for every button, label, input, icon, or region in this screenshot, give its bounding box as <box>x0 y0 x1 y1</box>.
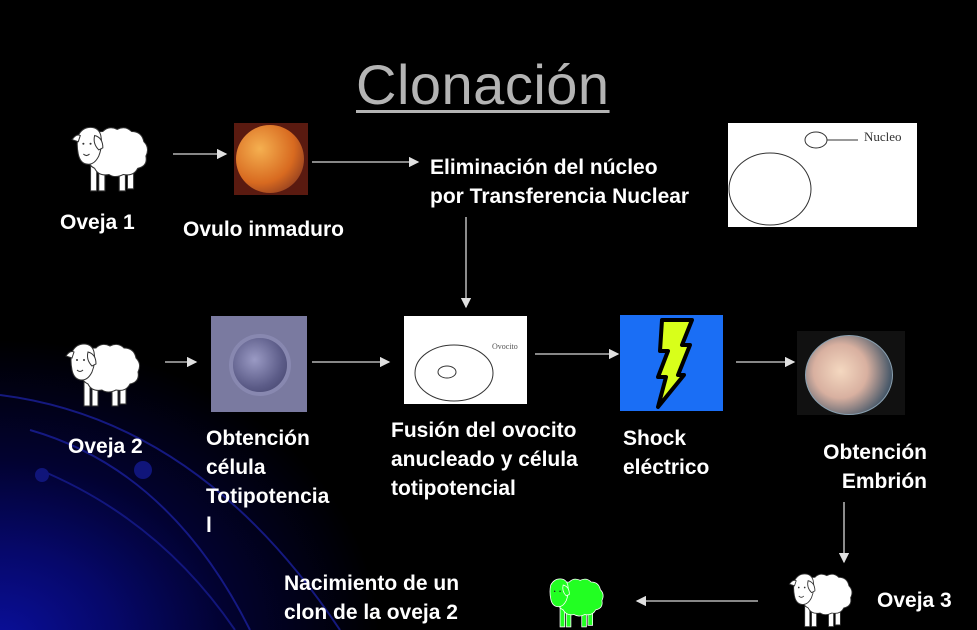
label-embrion: Obtención Embrión <box>823 441 927 493</box>
label-clon: Nacimiento de un clon de la oveja 2 <box>284 572 460 624</box>
label-oveja-2: Oveja 2 <box>68 435 143 458</box>
label-shock: Shock eléctrico <box>623 427 710 479</box>
label-celula: Obtención célula Totipotencia l <box>206 427 330 537</box>
label-ovulo-inmaduro: Ovulo inmaduro <box>183 218 345 241</box>
oocyte-label: Ovocito <box>492 342 518 351</box>
nucleus-diagram: Nucleo <box>728 123 917 227</box>
label-fusion: Fusión del ovocito anucleado y célula to… <box>391 419 578 500</box>
label-oveja-3: Oveja 3 <box>877 589 952 612</box>
egg-cell-image <box>234 123 308 195</box>
label-eliminacion: Eliminación del núcleo por Transferencia… <box>430 156 690 208</box>
label-oveja-1: Oveja 1 <box>60 211 135 234</box>
oocyte-diagram: Ovocito <box>404 316 527 404</box>
nucleus-label: Nucleo <box>864 129 902 144</box>
embryo-image <box>797 331 905 415</box>
lightning-bolt-icon <box>620 315 723 411</box>
totipotent-cell-image <box>211 316 307 412</box>
page-title: Clonación <box>356 53 610 116</box>
